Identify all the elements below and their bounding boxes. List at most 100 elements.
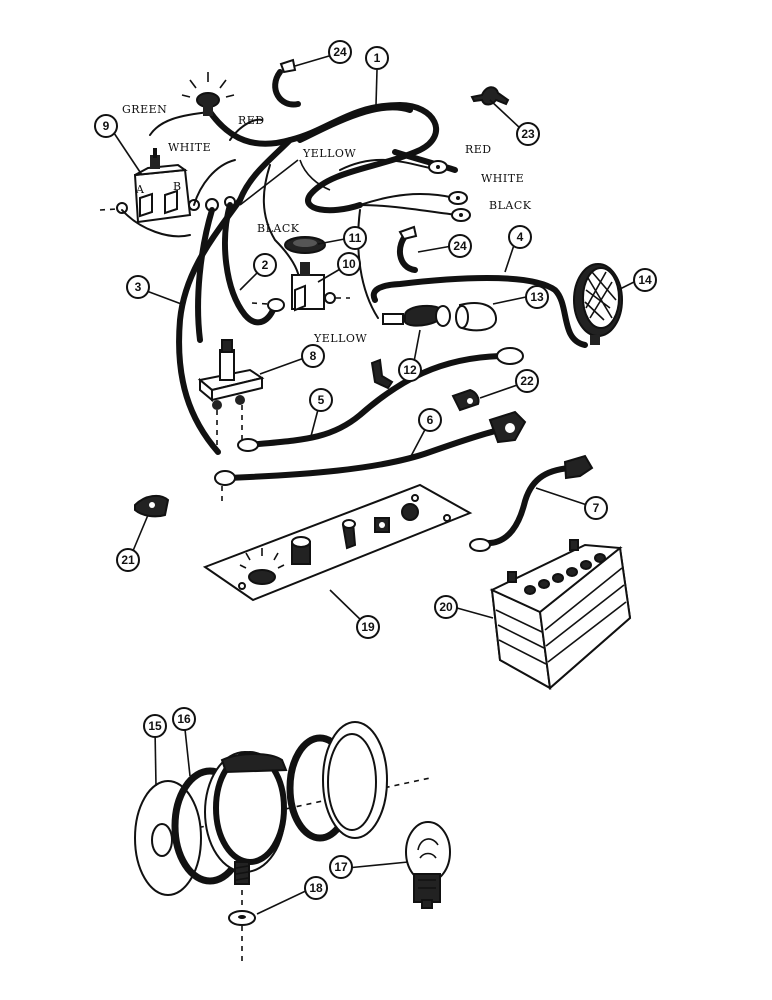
callout-circle xyxy=(356,615,380,639)
callout-23: 23 xyxy=(516,122,540,146)
main-harness xyxy=(207,102,459,216)
cable-5 xyxy=(245,353,503,448)
callout-circle xyxy=(329,855,353,879)
callout-circle xyxy=(418,408,442,432)
callout-circle xyxy=(434,595,458,619)
label-black-right: BLACK xyxy=(489,199,532,212)
callout-number: 6 xyxy=(427,413,434,427)
grommet xyxy=(284,236,326,254)
label-green: GREEN xyxy=(122,103,167,116)
callout-19: 19 xyxy=(356,615,380,639)
cable-7 xyxy=(482,465,573,547)
callout-21: 21 xyxy=(116,548,140,572)
callout-4: 4 xyxy=(508,225,532,249)
callout-number: 7 xyxy=(593,501,600,515)
instrument-panel xyxy=(202,483,473,602)
label-yellow-bottom: YELLOW xyxy=(313,332,367,345)
callout-3: 3 xyxy=(126,275,150,299)
callout-24-top: 24 xyxy=(328,40,352,64)
callout-circle xyxy=(126,275,150,299)
label-red-right: RED xyxy=(465,143,492,156)
fuse-holder xyxy=(382,304,451,327)
clip-22 xyxy=(451,388,480,412)
callout-17: 17 xyxy=(329,855,353,879)
wire-labels: GREEN RED WHITE YELLOW RED WHITE BLACK B… xyxy=(122,103,532,345)
callout-number: 4 xyxy=(517,230,524,244)
label-white-right: WHITE xyxy=(481,172,524,185)
wire-clip-23 xyxy=(470,86,510,106)
callout-9: 9 xyxy=(94,114,118,138)
callout-number: 13 xyxy=(530,290,544,304)
callout-2: 2 xyxy=(253,253,277,277)
battery-clamp-7 xyxy=(563,454,594,480)
clip-21 xyxy=(134,494,170,518)
callout-circle xyxy=(343,226,367,250)
callout-circle xyxy=(116,548,140,572)
callout-20: 20 xyxy=(434,595,458,619)
callout-circle xyxy=(337,252,361,276)
callout-circle xyxy=(304,876,328,900)
callout-number: 24 xyxy=(333,45,347,59)
callout-circle xyxy=(525,285,549,309)
callout-number: 16 xyxy=(177,712,191,726)
callout-13: 13 xyxy=(525,285,549,309)
callout-circle xyxy=(515,369,539,393)
callout-number: 3 xyxy=(135,280,142,294)
callout-number: 21 xyxy=(121,553,135,567)
white-wire-left xyxy=(193,159,236,206)
callout-number: 17 xyxy=(334,860,348,874)
label-red-left: RED xyxy=(238,114,265,127)
harness-terminals xyxy=(428,160,471,222)
bulb xyxy=(405,821,451,909)
green-wire xyxy=(149,111,211,136)
callout-22: 22 xyxy=(515,369,539,393)
wire-4 xyxy=(370,275,588,348)
callout-24-right: 24 xyxy=(448,234,472,258)
callout-number: 8 xyxy=(310,349,317,363)
label-yellow-top: YELLOW xyxy=(302,147,356,160)
callouts: 1 24 23 9 11 10 2 3 4 24 13 14 12 8 22 5… xyxy=(94,40,657,915)
small-clip xyxy=(370,358,394,390)
cable-6 xyxy=(225,427,503,481)
panel-lamp xyxy=(181,72,235,116)
callout-number: 19 xyxy=(361,620,375,634)
callout-number: 10 xyxy=(342,257,356,271)
starter-switch xyxy=(197,339,265,445)
label-black-left: BLACK xyxy=(257,222,300,235)
callout-number: 18 xyxy=(309,881,323,895)
red-wire-left xyxy=(229,118,263,141)
callout-number: 20 xyxy=(439,600,453,614)
battery xyxy=(489,539,632,690)
callout-circle xyxy=(94,114,118,138)
terminal-a-label: A xyxy=(135,183,145,196)
light-assembly xyxy=(134,721,431,962)
callout-7: 7 xyxy=(584,496,608,520)
flasher-unit xyxy=(291,262,350,312)
label-white-left: WHITE xyxy=(168,141,211,154)
callout-circle xyxy=(143,714,167,738)
callout-number: 12 xyxy=(403,363,417,377)
callout-11: 11 xyxy=(343,226,367,250)
callout-number: 14 xyxy=(638,273,652,287)
callout-circle xyxy=(508,225,532,249)
callout-5: 5 xyxy=(309,388,333,412)
callout-circle xyxy=(448,234,472,258)
callout-circle xyxy=(253,253,277,277)
clamp-24-top xyxy=(272,58,301,108)
callout-circle xyxy=(398,358,422,382)
light-switch: A B xyxy=(99,148,236,224)
wire-3 xyxy=(176,197,243,455)
callout-10: 10 xyxy=(337,252,361,276)
terminal-b-label: B xyxy=(173,180,182,193)
callout-circle xyxy=(584,496,608,520)
battery-clamp-6 xyxy=(488,410,527,444)
callout-circle xyxy=(309,388,333,412)
callout-number: 9 xyxy=(103,119,110,133)
callout-circle xyxy=(365,46,389,70)
callout-number: 23 xyxy=(521,127,535,141)
callout-6: 6 xyxy=(418,408,442,432)
fuse-holder-cap xyxy=(455,302,497,332)
callout-1: 1 xyxy=(365,46,389,70)
callout-circle xyxy=(172,707,196,731)
